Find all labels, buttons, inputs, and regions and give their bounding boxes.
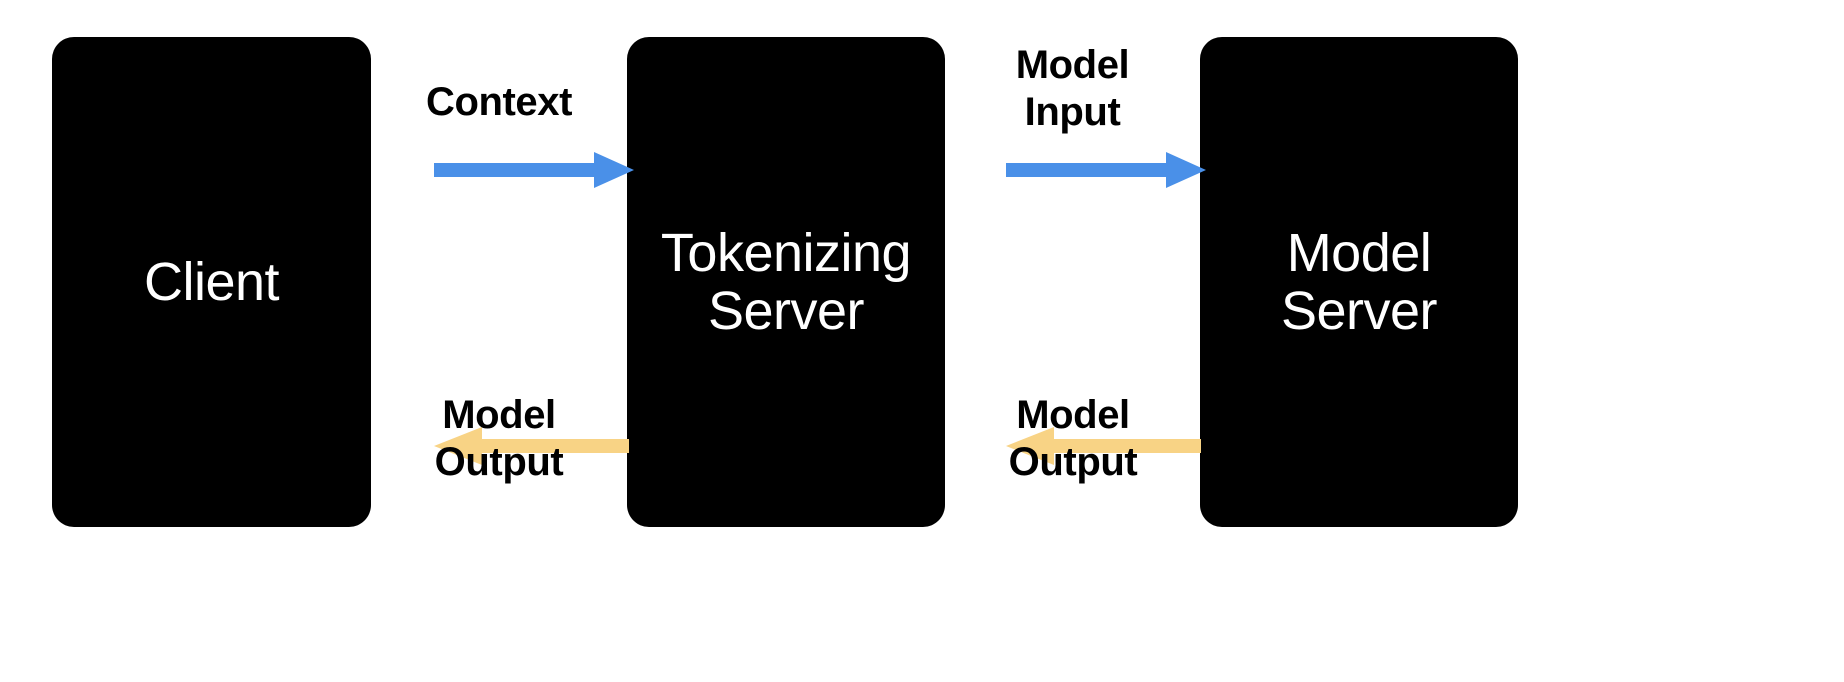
node-model-server[interactable]: Model Server — [1200, 37, 1518, 527]
arrow-model-input-shaft — [1006, 163, 1171, 177]
node-client[interactable]: Client — [52, 37, 371, 527]
node-tokenizing-server-label: Tokenizing Server — [660, 222, 912, 341]
node-model-server-label: Model Server — [1280, 222, 1438, 341]
node-client-label: Client — [143, 251, 280, 312]
arrow-label-model-output-right: Model Output — [1008, 393, 1138, 484]
arrow-label-context: Context — [425, 80, 573, 124]
arrow-context-shaft — [434, 163, 599, 177]
arrow-context — [434, 150, 634, 190]
arrow-label-model-input: Model Input — [1015, 43, 1130, 134]
arrow-model-input — [1006, 150, 1206, 190]
arrow-label-model-output-left: Model Output — [434, 393, 564, 484]
node-tokenizing-server[interactable]: Tokenizing Server — [627, 37, 945, 527]
